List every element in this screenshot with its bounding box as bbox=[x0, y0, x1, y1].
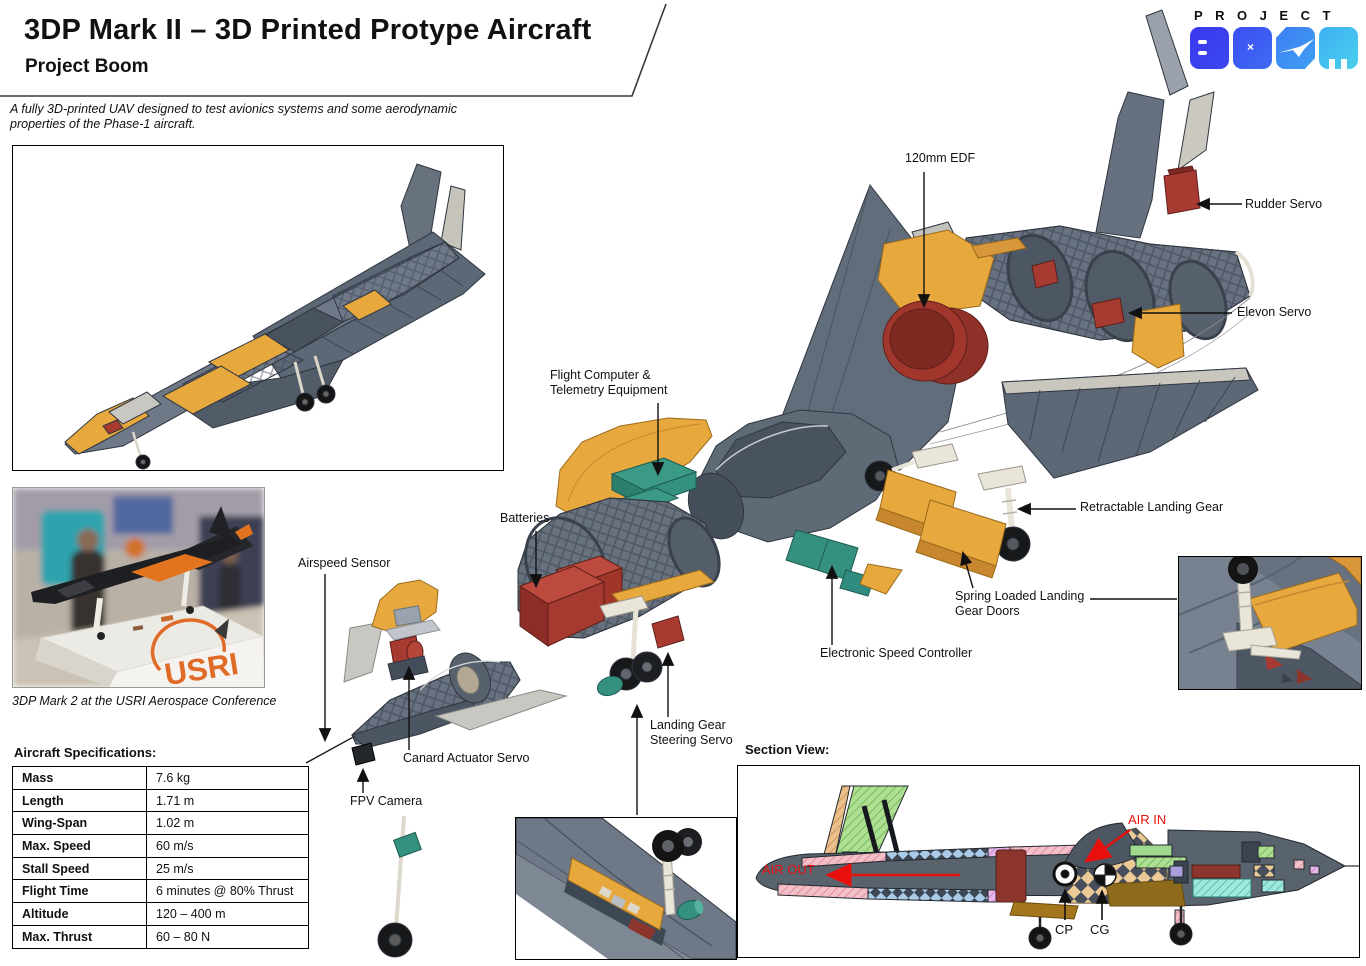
top-blade bbox=[1145, 9, 1189, 96]
steering-servo-part bbox=[651, 615, 685, 649]
description: A fully 3D-printed UAV designed to test … bbox=[10, 102, 457, 131]
cg-label: CG bbox=[1090, 922, 1110, 937]
elevon-bracket bbox=[1131, 303, 1185, 369]
section-view-drawing bbox=[755, 785, 1359, 950]
leader-lines bbox=[318, 172, 1242, 815]
logo-letter-b bbox=[1190, 27, 1229, 69]
conference-photo-image: USRI bbox=[13, 488, 264, 687]
logo-letter-m bbox=[1319, 27, 1358, 69]
air-in-label: AIR IN bbox=[1128, 812, 1167, 827]
paper-plane-icon bbox=[1278, 39, 1314, 57]
sv-cg-symbol bbox=[1093, 863, 1117, 887]
model-aircraft bbox=[31, 506, 253, 640]
header-rule bbox=[0, 3, 667, 97]
cp-label: CP bbox=[1055, 922, 1074, 937]
center-fuselage-group bbox=[687, 409, 1031, 597]
photo-caption: 3DP Mark 2 at the USRI Aerospace Confere… bbox=[12, 694, 277, 708]
logo-letter-o1: × bbox=[1233, 27, 1272, 69]
nose-gear-strut bbox=[630, 607, 639, 661]
left-canard bbox=[343, 621, 384, 683]
edf-cover-panel bbox=[877, 229, 995, 317]
section-view-frame: AIR OUT AIR IN CP CG bbox=[737, 765, 1360, 958]
nose-gear-strut-exploded bbox=[394, 815, 406, 929]
label-batteries: Batteries bbox=[500, 511, 550, 525]
label-gear-doors: Spring Loaded Landing Gear Doors bbox=[955, 589, 1085, 618]
label-steering-servo: Landing Gear Steering Servo bbox=[650, 718, 733, 747]
label-canard-servo: Canard Actuator Servo bbox=[403, 751, 530, 765]
label-fpv-camera: FPV Camera bbox=[350, 794, 423, 808]
rudder-servo-part bbox=[1163, 165, 1201, 215]
elevon-servo-part bbox=[1091, 297, 1125, 329]
label-rudder-servo: Rudder Servo bbox=[1245, 197, 1323, 211]
project-boom-logo: PROJECT × bbox=[1190, 8, 1362, 69]
nose-group bbox=[305, 579, 568, 958]
orange-blade bbox=[971, 237, 1027, 259]
edf-unit bbox=[882, 300, 989, 385]
render-fin-tan bbox=[440, 185, 466, 251]
gear-channel bbox=[599, 595, 649, 619]
sv-gear-door bbox=[1009, 901, 1079, 920]
conference-photo: USRI bbox=[12, 487, 265, 688]
label-esc: Electronic Speed Controller bbox=[820, 646, 973, 660]
assembled-render bbox=[64, 163, 486, 470]
nose-gear-inset bbox=[515, 817, 737, 960]
retract-cylinder bbox=[596, 675, 624, 697]
inset2-orange-panel bbox=[567, 857, 665, 931]
render-mid-panel bbox=[161, 365, 253, 415]
air-out-label: AIR OUT bbox=[762, 862, 815, 877]
assembled-render-frame bbox=[12, 145, 504, 471]
gear-retract-frame-2 bbox=[977, 465, 1027, 491]
label-elevon-servo: Elevon Servo bbox=[1237, 305, 1312, 319]
render-canard bbox=[108, 391, 162, 425]
right-canard bbox=[434, 689, 568, 731]
label-flight-computer: Flight Computer & Telemetry Equipment bbox=[550, 368, 668, 397]
label-120mm-edf: 120mm EDF bbox=[905, 151, 976, 165]
sv-battery bbox=[1191, 864, 1241, 879]
tan-fin bbox=[1177, 91, 1215, 172]
spec-table-heading: Aircraft Specifications: bbox=[14, 745, 157, 760]
right-vertical-stabilizer bbox=[1095, 91, 1165, 239]
logo-letter-o2 bbox=[1276, 27, 1315, 69]
page-subtitle: Project Boom bbox=[25, 56, 149, 77]
gear-cylinder-teal bbox=[392, 831, 422, 858]
intake-cowl bbox=[715, 421, 847, 499]
gear-retract-frame bbox=[911, 443, 959, 469]
retract-strut bbox=[1005, 487, 1015, 531]
usri-logo: USRI bbox=[150, 618, 241, 687]
tail-assembly bbox=[769, 9, 1259, 479]
section-view-heading: Section View: bbox=[745, 742, 830, 757]
servo-small bbox=[1031, 259, 1059, 289]
render-rear-panel bbox=[342, 289, 392, 321]
orange-wedge bbox=[859, 563, 903, 595]
label-retractable-landing-gear: Retractable Landing Gear bbox=[1080, 500, 1224, 514]
label-airspeed-sensor: Airspeed Sensor bbox=[298, 556, 391, 570]
fpv-camera-part bbox=[351, 742, 376, 766]
nose-gear-inset-image bbox=[516, 818, 736, 959]
gear-bay-inset bbox=[1178, 556, 1362, 690]
mid-fuselage-group bbox=[517, 417, 721, 697]
sv-edf bbox=[995, 849, 1027, 903]
logo-boom-tiles: × bbox=[1190, 27, 1362, 69]
logo-project-text: PROJECT bbox=[1194, 8, 1343, 23]
page-title: 3DP Mark II – 3D Printed Protype Aircraf… bbox=[24, 14, 592, 46]
gear-bay-inset-image bbox=[1179, 557, 1361, 689]
render-intake bbox=[263, 307, 345, 353]
battery-pack bbox=[518, 555, 624, 647]
